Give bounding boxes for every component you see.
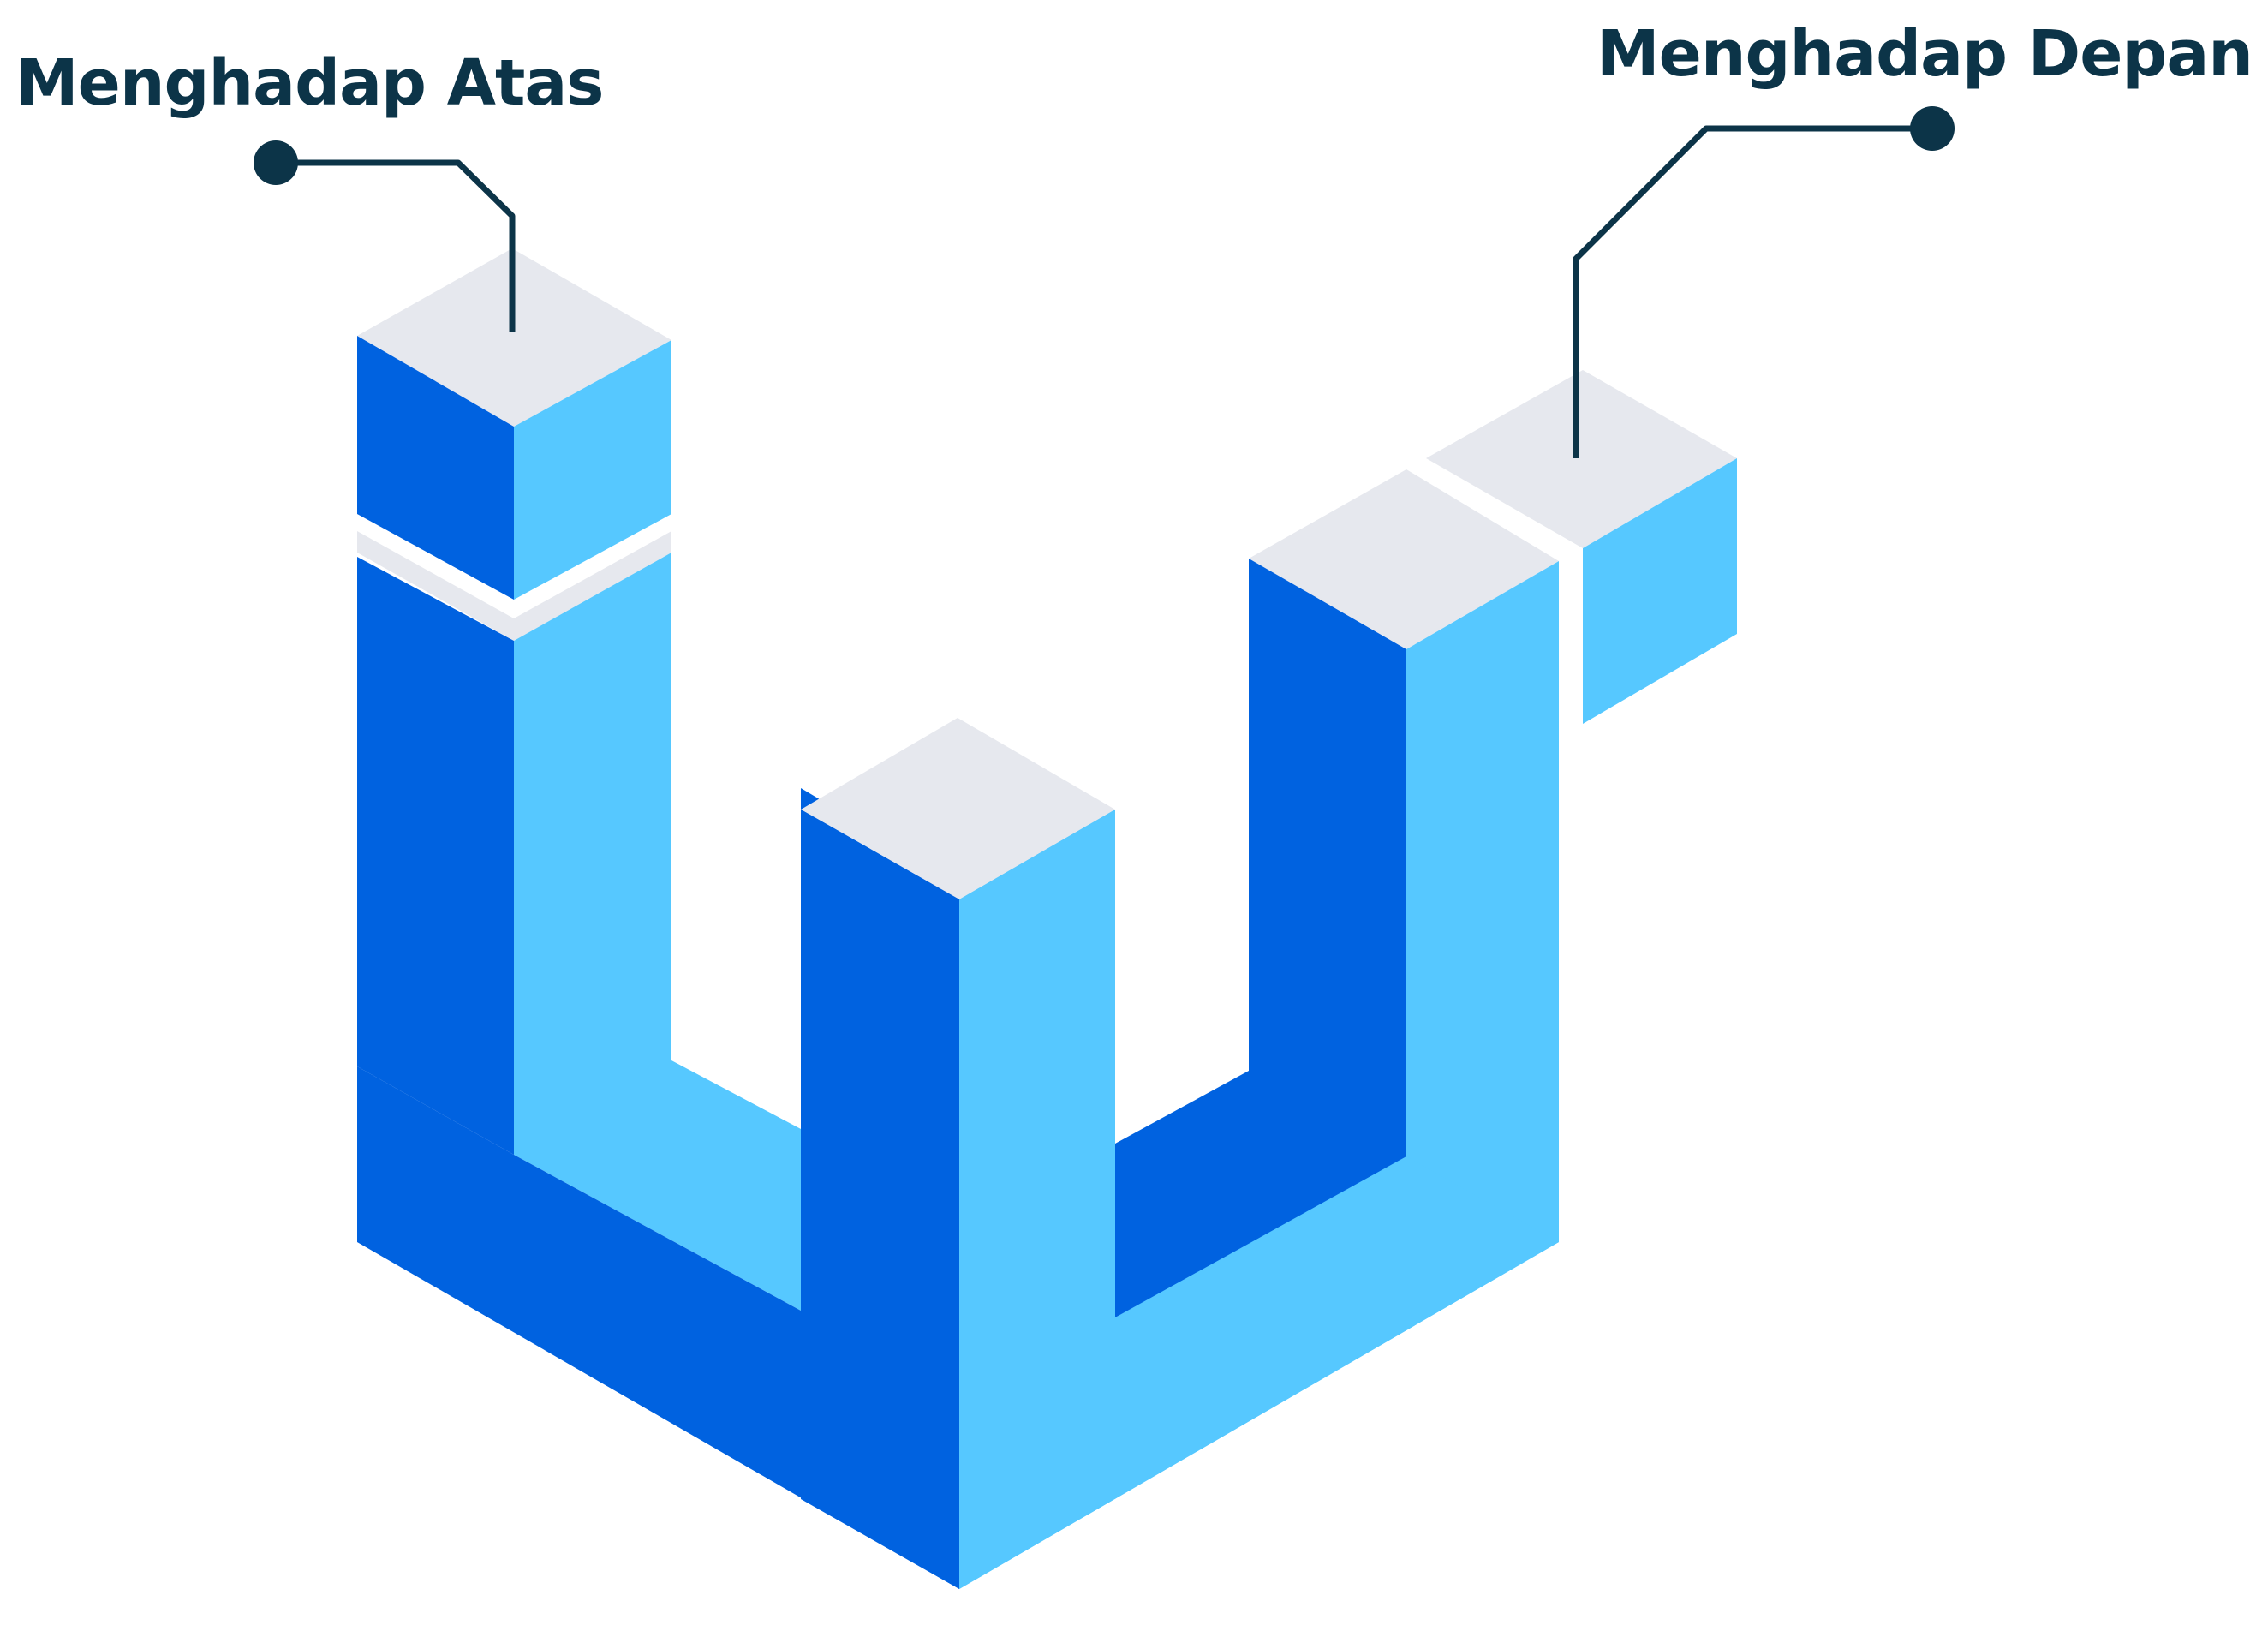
callout-top-face-leader-line bbox=[276, 159, 516, 332]
middle-column-dark-face bbox=[801, 810, 959, 1589]
left-column-dark-face bbox=[357, 557, 514, 1155]
callout-top-face-label: Menghadap Atas bbox=[15, 46, 603, 120]
small-cube-right-light-face bbox=[1583, 458, 1737, 724]
left-column-light-face bbox=[514, 553, 801, 1311]
right-column-dark-face bbox=[1115, 559, 1406, 1317]
callout-front-face: Menghadap Depan bbox=[1573, 17, 2253, 458]
small-cube-right-top-face bbox=[1426, 370, 1737, 548]
middle-column-light-face bbox=[959, 810, 1559, 1589]
left-column-top-strip bbox=[357, 531, 671, 641]
callout-front-face-label: Menghadap Depan bbox=[1597, 17, 2253, 91]
small-cube-left bbox=[357, 248, 671, 600]
small-cube-left-top-face bbox=[357, 248, 671, 427]
middle-column-top-face bbox=[801, 718, 1115, 899]
small-cube-left-dark-face bbox=[357, 336, 514, 600]
small-cube-right bbox=[1426, 370, 1737, 724]
small-cube-left-light-face bbox=[514, 340, 671, 600]
right-column-light-face bbox=[1406, 561, 1559, 1242]
right-column-top-face bbox=[1249, 469, 1559, 649]
callout-top-face: Menghadap Atas bbox=[15, 46, 604, 332]
callout-front-face-leader-line bbox=[1573, 125, 1932, 458]
isometric-w-logo bbox=[357, 248, 1737, 1589]
